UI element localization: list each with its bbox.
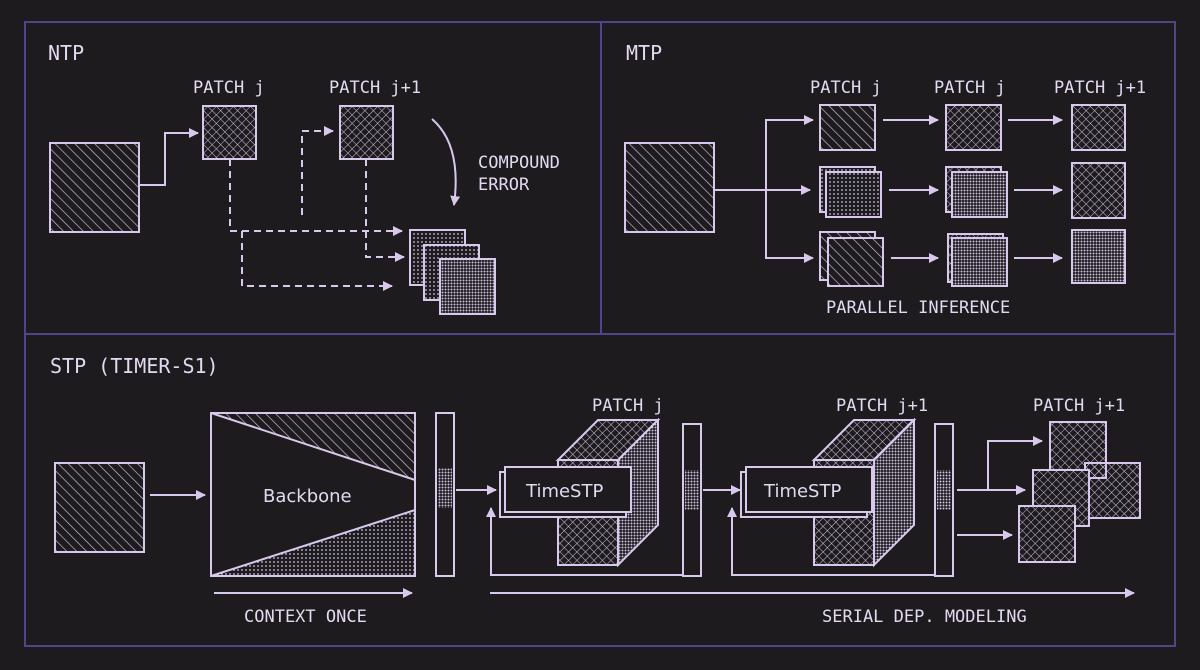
mtp-r3-c1 xyxy=(827,237,884,287)
ntp-context-box xyxy=(49,142,140,233)
stp-context-box xyxy=(54,462,145,553)
mtp-context-box xyxy=(624,142,715,233)
mtp-arrow-row-1 xyxy=(765,115,814,190)
mtp-r2-c2 xyxy=(951,171,1008,218)
stp-feedback-2 xyxy=(727,507,935,576)
stp-serial-label: SERIAL DEP. MODELING xyxy=(822,607,1027,627)
mtp-r1-c1 xyxy=(819,104,876,151)
stp-separator-2-fill xyxy=(685,470,699,510)
stp-panel xyxy=(24,333,1176,647)
timestp-1-label: TimeSTP xyxy=(525,481,603,502)
mtp-title: MTP xyxy=(626,41,662,65)
timestp-2-label: TimeSTP xyxy=(763,481,841,502)
backbone-hatch-wedge xyxy=(210,412,416,482)
mtp-parallel-label: PARALLEL INFERENCE xyxy=(826,298,1010,318)
timestp-1-box xyxy=(504,466,632,513)
mtp-r3-c2 xyxy=(951,237,1008,287)
ntp-dashed-j-to-output xyxy=(229,159,403,236)
stp-arrow-out-top xyxy=(987,436,1043,490)
ntp-patch-j1-box xyxy=(339,105,394,160)
ntp-patch-j1-label: PATCH j+1 xyxy=(329,78,421,98)
stp-patch-j1-label-b: PATCH j+1 xyxy=(1033,396,1125,416)
mtp-r2-c3 xyxy=(1071,162,1126,219)
mtp-r1-c3 xyxy=(1071,104,1126,151)
stp-separator-1-fill xyxy=(438,468,452,508)
stp-patch-j-label: PATCH j xyxy=(592,396,664,416)
mtp-patch-c-label: PATCH j+1 xyxy=(1054,78,1146,98)
ntp-dashed-j-to-output-2 xyxy=(241,231,393,291)
ntp-dashed-to-patch-j1 xyxy=(301,126,334,215)
timestp-2-box xyxy=(745,466,873,513)
ntp-patch-j-label: PATCH j xyxy=(193,78,265,98)
stp-separator-3-fill xyxy=(937,470,951,510)
stp-title: STP (TIMER-S1) xyxy=(50,354,219,378)
ntp-patch-j-box xyxy=(202,105,257,160)
ntp-title: NTP xyxy=(48,41,84,65)
ntp-output-stack-3 xyxy=(439,258,496,315)
mtp-patch-b-label: PATCH j xyxy=(934,78,1006,98)
backbone-dots-wedge xyxy=(210,508,416,577)
stp-output-4 xyxy=(1018,505,1076,563)
stp-context-once-label: CONTEXT ONCE xyxy=(244,607,367,627)
stp-feedback-1 xyxy=(486,507,683,576)
ntp-error-label: ERROR xyxy=(478,175,530,195)
stp-output-2 xyxy=(1084,462,1141,519)
ntp-dashed-j1-to-output xyxy=(365,159,405,262)
mtp-patch-a-label: PATCH j xyxy=(810,78,882,98)
ntp-arrow-to-patch-j xyxy=(139,128,199,186)
mtp-r3-c3 xyxy=(1071,229,1126,284)
mtp-r1-c2 xyxy=(945,104,1002,151)
stp-patch-j1-label-a: PATCH j+1 xyxy=(836,396,928,416)
backbone-label: Backbone xyxy=(263,486,352,507)
ntp-compound-label: COMPOUND xyxy=(478,153,560,173)
ntp-compound-error-arrow xyxy=(431,118,461,206)
mtp-arrow-row-3 xyxy=(765,190,814,263)
mtp-r2-c1 xyxy=(825,171,882,218)
